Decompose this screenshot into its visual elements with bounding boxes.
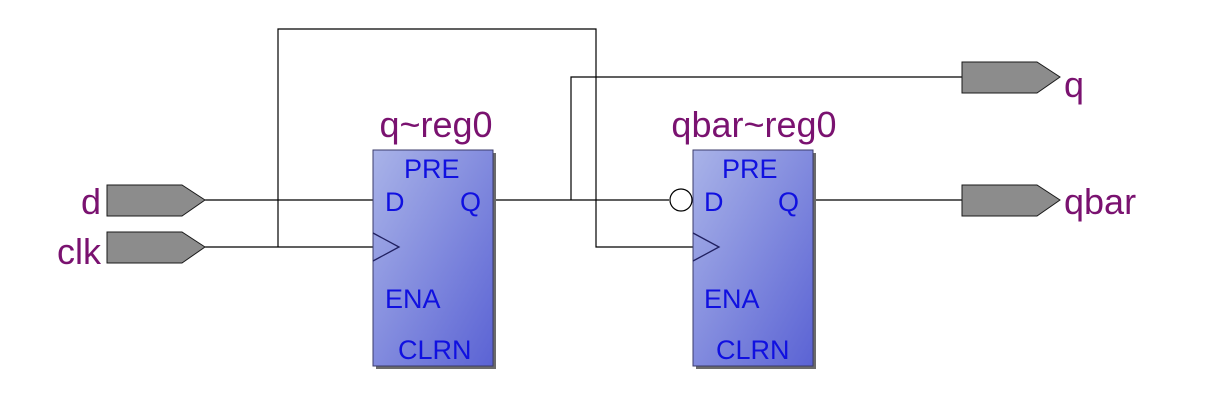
input-port-clk-label: clk xyxy=(57,231,102,272)
register-q-reg0-body xyxy=(372,149,494,367)
register-q-reg0-ena-pin: ENA xyxy=(385,284,441,314)
output-port-qbar: qbar xyxy=(961,181,1136,222)
register-q-reg0-label: q~reg0 xyxy=(379,104,492,145)
register-q-reg0: q~reg0 PRE D Q ENA CLRN xyxy=(372,104,496,369)
input-port-d-label: d xyxy=(81,181,101,222)
register-q-reg0-pre-pin: PRE xyxy=(404,154,460,184)
inverter-bubble-icon xyxy=(669,188,693,212)
input-port-d: d xyxy=(81,181,206,222)
output-port-q-arrow xyxy=(961,61,1061,94)
input-port-d-arrow xyxy=(106,184,206,217)
register-q-reg0-d-pin: D xyxy=(385,187,405,217)
wires xyxy=(205,28,962,248)
output-port-qbar-label: qbar xyxy=(1064,181,1136,222)
register-qbar-reg0-q-pin: Q xyxy=(778,187,799,217)
register-q-reg0-clrn-pin: CLRN xyxy=(398,335,472,365)
output-port-qbar-arrow xyxy=(961,184,1061,217)
register-qbar-reg0: qbar~reg0 PRE D Q ENA CLRN xyxy=(669,104,837,369)
input-port-clk-arrow xyxy=(106,231,206,264)
register-qbar-reg0-ena-pin: ENA xyxy=(704,284,760,314)
register-qbar-reg0-clock-triangle xyxy=(692,232,721,262)
output-port-q: q xyxy=(961,61,1084,105)
register-qbar-reg0-pre-pin: PRE xyxy=(722,154,778,184)
wire-q-output xyxy=(570,76,962,200)
register-qbar-reg0-clrn-pin: CLRN xyxy=(716,335,790,365)
register-qbar-reg0-body xyxy=(692,149,814,367)
register-q-reg0-clock-triangle xyxy=(372,232,401,262)
register-qbar-reg0-label: qbar~reg0 xyxy=(671,104,836,145)
register-q-reg0-q-pin: Q xyxy=(460,187,481,217)
output-port-q-label: q xyxy=(1064,64,1084,105)
input-port-clk: clk xyxy=(57,231,206,272)
wire-clk-to-reg2 xyxy=(277,28,693,248)
register-qbar-reg0-d-pin: D xyxy=(704,187,724,217)
